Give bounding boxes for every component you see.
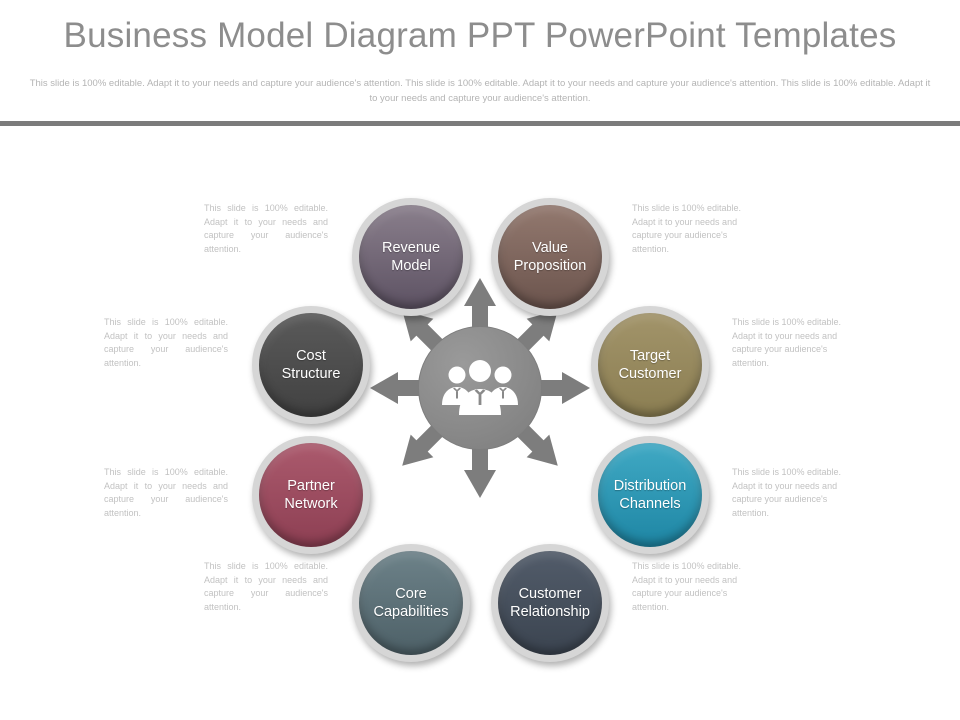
slide-subtitle: This slide is 100% editable. Adapt it to… — [29, 78, 931, 104]
group-of-people-icon — [442, 360, 518, 415]
caption-value-proposition: This slide is 100% editable. Adapt it to… — [632, 203, 742, 254]
caption-partner-network: This slide is 100% editable. Adapt it to… — [104, 467, 228, 518]
caption-cost-structure: This slide is 100% editable. Adapt it to… — [104, 317, 228, 368]
header-divider — [0, 121, 960, 126]
center-hub — [370, 278, 590, 498]
caption-target-customer: This slide is 100% editable. Adapt it to… — [732, 317, 842, 368]
page-title: Business Model Diagram PPT PowerPoint Te… — [63, 16, 897, 55]
caption-distribution-channels: This slide is 100% editable. Adapt it to… — [732, 467, 842, 518]
caption-revenue-model: This slide is 100% editable. Adapt it to… — [204, 203, 328, 254]
caption-customer-relationship: This slide is 100% editable. Adapt it to… — [632, 561, 742, 612]
slide-header: Business Model Diagram PPT PowerPoint Te… — [0, 0, 960, 126]
caption-core-capabilities: This slide is 100% editable. Adapt it to… — [204, 561, 328, 612]
hub-circle — [419, 327, 541, 449]
